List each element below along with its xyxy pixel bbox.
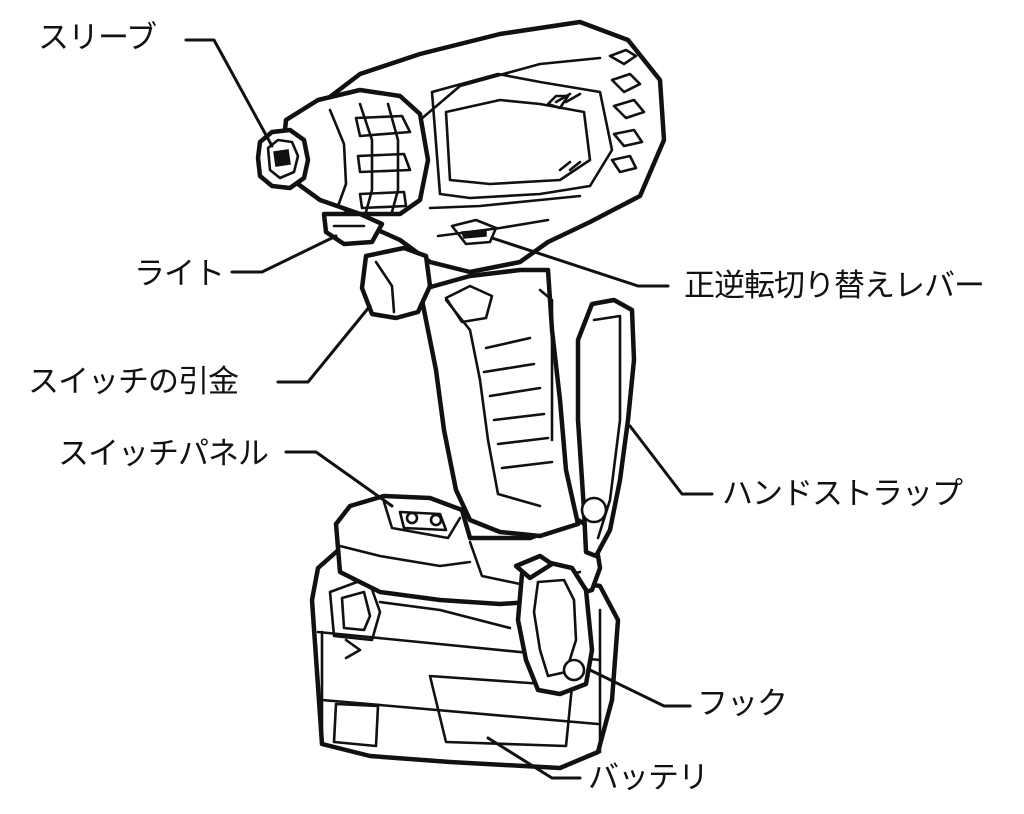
label-sleeve: スリーブ [38,20,157,56]
label-switch-panel: スイッチパネル [58,436,269,472]
grip-handle [417,267,581,539]
trigger [359,245,433,321]
label-hook: フック [697,686,788,722]
belt-hook [513,553,595,697]
hand-strap [575,297,637,559]
label-reverse-lever: 正逆転切り替えレバー [684,268,985,304]
label-battery: バッテリ [588,760,709,796]
label-hand-strap: ハンドストラップ [722,476,963,512]
label-light: ライト [134,256,225,292]
front-nose [255,87,431,247]
label-trigger: スイッチの引金 [28,364,239,400]
leader-lines [184,38,714,780]
